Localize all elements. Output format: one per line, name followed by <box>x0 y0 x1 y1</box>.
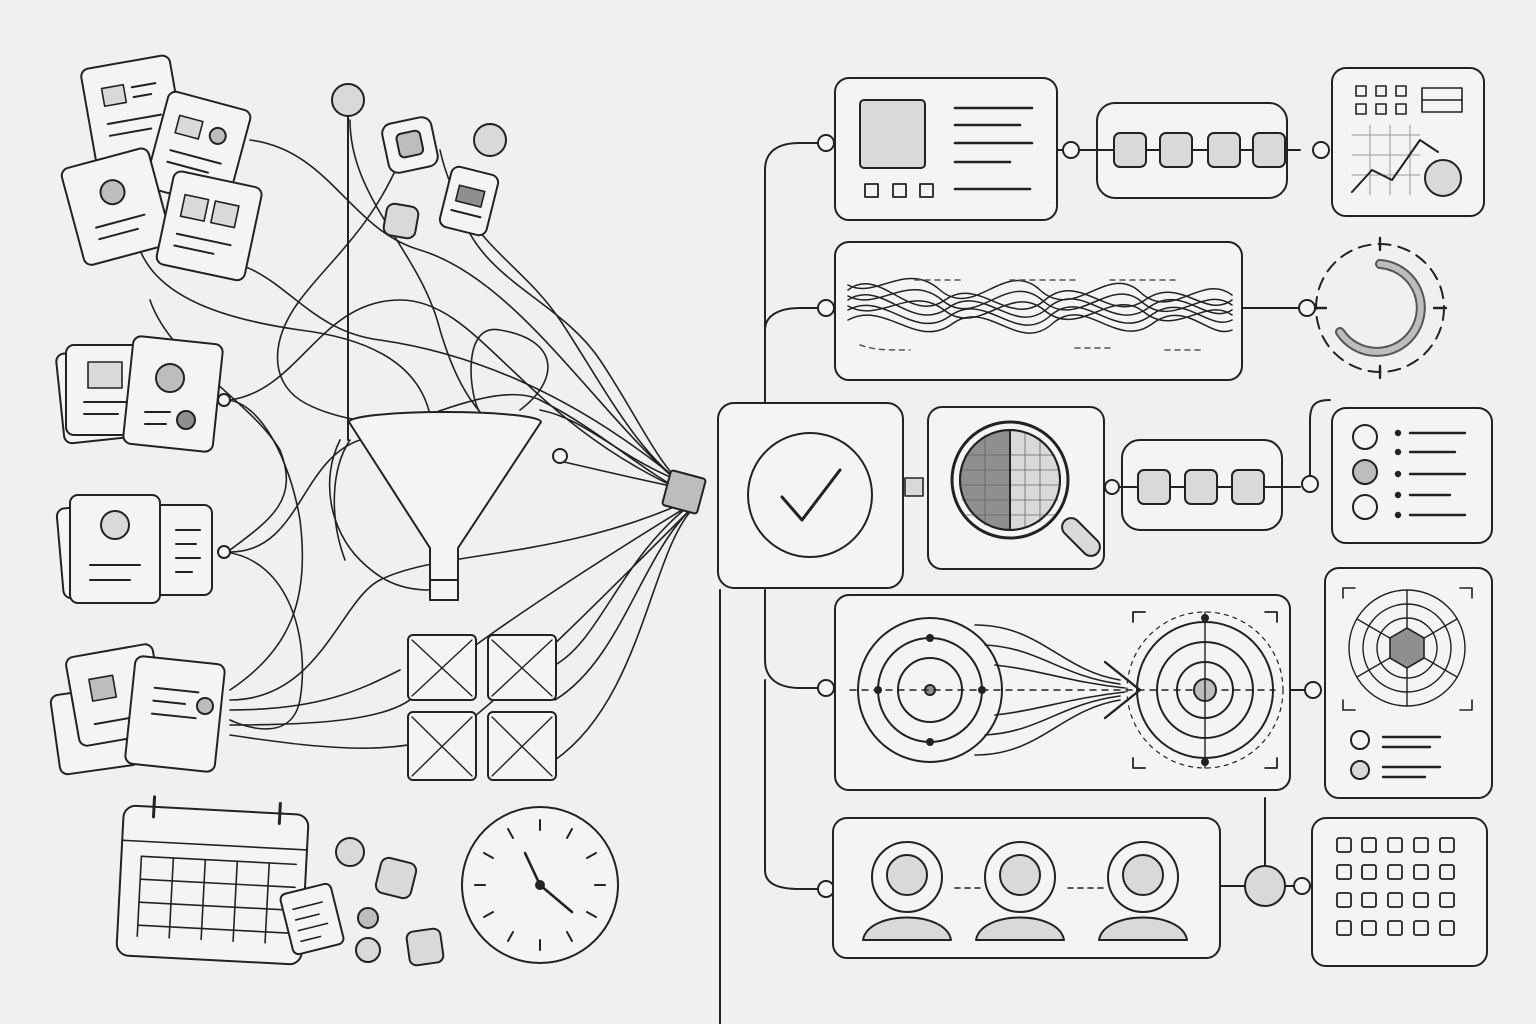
funnel-icon <box>348 411 568 601</box>
doc-cluster-middle-2 <box>55 494 231 604</box>
user-icon <box>975 841 1065 941</box>
scattered-tokens <box>331 83 507 441</box>
waveform-row <box>834 236 1448 381</box>
image-thumbnail-icon <box>859 99 926 169</box>
checkmark-icon <box>747 432 873 558</box>
doc-cluster-bottom <box>49 643 226 776</box>
user-icon <box>1098 841 1188 941</box>
connector-dot <box>552 448 568 464</box>
doc-cluster-top <box>60 54 263 407</box>
targeting-row <box>834 567 1493 799</box>
image-placeholder-icon <box>407 711 477 781</box>
connector-dot <box>217 393 231 407</box>
grid-icon <box>1311 817 1488 967</box>
ring-gauge-icon <box>1314 236 1448 380</box>
checklist-icon <box>1331 407 1493 544</box>
dashboard-row <box>834 67 1485 221</box>
image-placeholder-icon <box>487 711 557 781</box>
user-icon <box>862 841 952 941</box>
image-placeholder-grid <box>407 634 557 781</box>
doc-cluster-middle-1 <box>55 335 224 453</box>
line-chart-icon <box>1331 67 1485 217</box>
people-row <box>832 797 1488 967</box>
clock-icon <box>461 806 619 964</box>
image-placeholder-icon <box>487 634 557 701</box>
inspection-row <box>904 399 1493 570</box>
scattered-tokens-bottom <box>335 837 445 967</box>
calendar-icon <box>115 795 345 966</box>
pipeline-steps-icon <box>1119 439 1301 531</box>
waveform-icon <box>847 277 1233 351</box>
pipeline-steps-icon <box>1096 102 1301 199</box>
crosshair-target-icon <box>1126 611 1284 769</box>
verification-node <box>717 402 904 1024</box>
arrow-icon <box>974 624 1142 756</box>
magnifier-icon <box>950 420 1101 557</box>
image-placeholder-icon <box>407 634 477 701</box>
connector-dot <box>217 545 231 559</box>
radar-chart-icon <box>1324 567 1493 799</box>
diamond-node-icon <box>661 469 707 515</box>
text-lines-icon <box>953 106 1034 191</box>
